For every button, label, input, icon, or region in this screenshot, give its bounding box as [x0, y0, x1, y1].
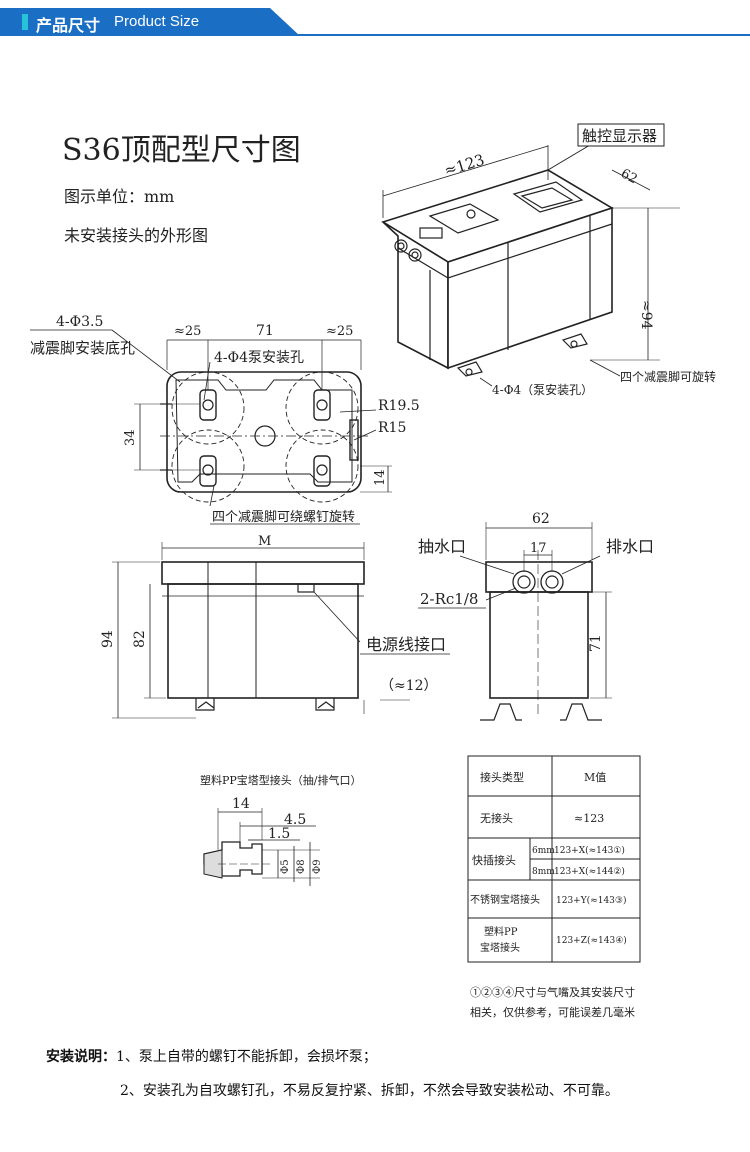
- m-value-table: [467, 755, 641, 963]
- top-feet-note: 四个减震脚可绕螺钉旋转: [212, 509, 355, 525]
- front-dim-94: 94: [100, 630, 116, 648]
- top-dim-left: ≈25: [174, 324, 201, 339]
- install-note-1: 安装说明：1、泵上自带的螺钉不能拆卸，会损坏泵；: [46, 1046, 377, 1066]
- iso-dim-length: ≈123: [442, 151, 487, 180]
- section-header: 产品尺寸 Product Size: [0, 0, 750, 42]
- header-underline: [0, 34, 750, 36]
- iso-dim-height: ≈94: [638, 300, 654, 330]
- power-port-label: 电源线接口: [366, 635, 446, 654]
- table-row4-type-1: 塑料PP: [484, 925, 518, 938]
- connector-detail: [203, 808, 320, 886]
- header-accent-mark: [22, 14, 28, 30]
- connector-phi-9: Φ9: [312, 859, 323, 874]
- connector-phi-8: Φ8: [296, 859, 307, 874]
- inlet-label: 抽水口: [418, 537, 466, 556]
- iso-feet-rotate-label: 四个减震脚可旋转: [620, 369, 716, 384]
- side-view: [418, 522, 612, 721]
- table-row2b-size: 8mm: [532, 867, 555, 877]
- table-header-type: 接头类型: [480, 770, 524, 784]
- side-dim-62: 62: [532, 511, 550, 527]
- outlet-label: 排水口: [606, 537, 654, 556]
- radius-19-5: R19.5: [378, 398, 420, 414]
- front-dim-m: M: [258, 534, 271, 549]
- table-row3-type: 不锈钢宝塔接头: [470, 893, 540, 906]
- connector-dim-14: 14: [232, 796, 250, 812]
- install-item-2: 2、安装孔为自攻螺钉孔，不易反复拧紧、拆卸，不然会导致安装松动、不可靠。: [120, 1083, 619, 1099]
- install-note-2: 2、安装孔为自攻螺钉孔，不易反复拧紧、拆卸，不然会导致安装松动、不可靠。: [120, 1080, 619, 1100]
- table-header-m: M值: [584, 771, 606, 784]
- front-dim-82: 82: [132, 630, 148, 648]
- side-dim-17: 17: [530, 541, 547, 556]
- top-view: [30, 329, 392, 507]
- table-row2b-m: 123+X(≈144②): [554, 866, 625, 877]
- header-title-cn: 产品尺寸: [36, 16, 101, 35]
- table-row3-m: 123+Y(≈143③): [556, 895, 626, 906]
- top-dim-34: 34: [123, 429, 138, 446]
- base-holes-label: 减震脚安装底孔: [30, 339, 135, 357]
- touch-display-box: [577, 123, 665, 147]
- table-row2-type: 快插接头: [472, 853, 516, 867]
- iso-dim-width: 62: [618, 166, 640, 187]
- table-row1-m: ≈123: [574, 812, 604, 825]
- top-pump-holes-label: 4-Φ4泵安装孔: [214, 350, 304, 366]
- table-row2a-m: 123+X(≈143①): [554, 845, 625, 856]
- front-view: [112, 542, 450, 719]
- table-row4-m: 123+Z(≈143④): [556, 935, 627, 946]
- top-dim-right: ≈25: [326, 324, 353, 339]
- table-row2a-size: 6mm: [532, 846, 555, 856]
- table-row4-type-2: 宝塔接头: [480, 941, 520, 954]
- unit-label: 图示单位：mm: [64, 187, 174, 206]
- front-dim-12: （≈12）: [380, 678, 438, 694]
- header-banner: [0, 8, 300, 36]
- connector-title: 塑料PP宝塔型接头（抽/排气口）: [200, 773, 362, 787]
- header-title-en: Product Size: [114, 13, 200, 30]
- install-label: 安装说明：: [46, 1049, 116, 1065]
- subtitle-label: 未安装接头的外形图: [64, 226, 208, 245]
- drawing-title: S36顶配型尺寸图: [62, 133, 301, 168]
- iso-pump-holes-label: 4-Φ4（泵安装孔）: [492, 382, 593, 397]
- connector-dim-1-5: 1.5: [268, 826, 290, 842]
- radius-15: R15: [378, 420, 406, 436]
- top-dim-mid: 71: [256, 323, 274, 339]
- thread-label: 2-Rc1/8: [420, 590, 478, 608]
- touch-display-label: 触控显示器: [582, 127, 657, 145]
- iso-view: [381, 144, 680, 387]
- base-holes-dim: 4-Φ3.5: [56, 314, 103, 330]
- table-row1-type: 无接头: [480, 812, 513, 825]
- top-dim-14: 14: [373, 469, 388, 486]
- connector-dim-4-5: 4.5: [284, 812, 306, 828]
- connector-phi-5: Φ5: [280, 859, 291, 874]
- table-note-1: ①②③④尺寸与气嘴及其安装尺寸: [470, 985, 635, 999]
- side-dim-71: 71: [588, 634, 604, 652]
- table-note-2: 相关，仅供参考，可能误差几毫米: [470, 1005, 635, 1019]
- install-item-1: 1、泵上自带的螺钉不能拆卸，会损坏泵；: [116, 1049, 377, 1065]
